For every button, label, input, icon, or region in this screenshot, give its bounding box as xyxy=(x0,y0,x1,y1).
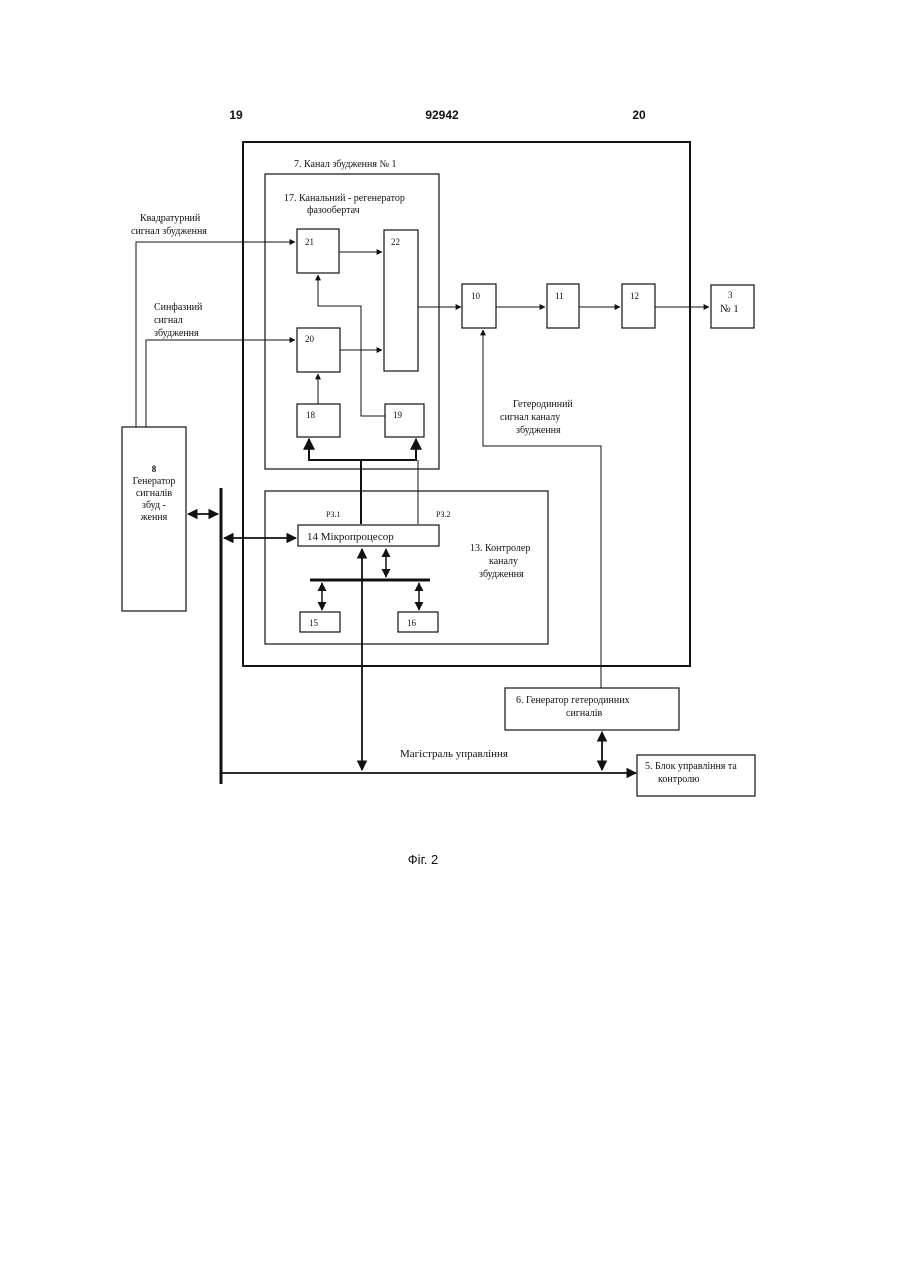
block-16 xyxy=(398,612,438,632)
block-12-label: 12 xyxy=(630,291,639,301)
generator-label-line3: сигналів xyxy=(136,488,173,499)
block-10-label: 10 xyxy=(471,291,481,301)
rz1-label: РЗ.1 xyxy=(326,510,341,519)
heterodyne-generator-line2: сигналів xyxy=(566,708,603,719)
block-19-label: 19 xyxy=(393,410,403,420)
block-3-label-line1: 3 xyxy=(728,290,733,300)
block-19 xyxy=(385,404,424,437)
block-15-label: 15 xyxy=(309,618,319,628)
quadrature-label-line2: сигнал збудження xyxy=(131,226,207,237)
block-11-label: 11 xyxy=(555,291,564,301)
heterodyne-label-line3: збудження xyxy=(516,425,561,436)
arrow-heterodyne-to-10 xyxy=(483,330,601,688)
block-15 xyxy=(300,612,340,632)
block-20-label: 20 xyxy=(305,334,315,344)
regenerator-title-line2: фазообертач xyxy=(307,205,360,216)
page-number-left: 19 xyxy=(229,108,243,122)
control-unit-line1: 5. Блок управління та xyxy=(645,761,737,772)
arrow-inphase-to-20 xyxy=(146,340,295,427)
microprocessor-label: 14 Мікропроцесор xyxy=(307,531,394,543)
block-21 xyxy=(297,229,339,273)
regenerator-box xyxy=(265,174,439,469)
inphase-label-line1: Синфазний xyxy=(154,302,203,313)
inphase-label-line2: сигнал xyxy=(154,315,183,326)
generator-label-line2: Генератор xyxy=(133,476,176,487)
generator-label-line1: 8 xyxy=(152,464,157,474)
figure-caption: Фіг. 2 xyxy=(408,852,438,867)
patent-number: 92942 xyxy=(425,108,459,122)
quadrature-label-line1: Квадратурний xyxy=(140,213,201,224)
heterodyne-label-line2: сигнал каналу xyxy=(500,412,560,423)
block-20 xyxy=(297,328,340,372)
controller-label-line3: збудження xyxy=(479,569,524,580)
bus-label: Магістраль управління xyxy=(400,748,508,760)
arrow-19-to-21 xyxy=(318,275,385,416)
page-number-right: 20 xyxy=(632,108,646,122)
block-21-label: 21 xyxy=(305,237,314,247)
block-18 xyxy=(297,404,340,437)
control-unit-line2: контролю xyxy=(658,774,700,785)
arrow-rz1-to-19 xyxy=(361,439,416,460)
block-22-label: 22 xyxy=(391,237,400,247)
controller-label-line1: 13. Контролер xyxy=(470,543,530,554)
block-3-label-line2: № 1 xyxy=(720,303,739,315)
generator-label-line4: збуд - xyxy=(142,500,166,511)
generator-label-line5: ження xyxy=(140,512,168,523)
block-16-label: 16 xyxy=(407,618,417,628)
channel-title: 7. Канал збудження № 1 xyxy=(294,159,397,170)
controller-label-line2: каналу xyxy=(489,556,518,567)
inphase-label-line3: збудження xyxy=(154,328,199,339)
rz2-label: РЗ.2 xyxy=(436,510,451,519)
block-18-label: 18 xyxy=(306,410,316,420)
heterodyne-generator-line1: 6. Генератор гетеродинних xyxy=(516,695,630,706)
block-22 xyxy=(384,230,418,371)
regenerator-title-line1: 17. Канальний - регенератор xyxy=(284,193,405,204)
heterodyne-label-line1: Гетеродинний xyxy=(513,399,573,410)
